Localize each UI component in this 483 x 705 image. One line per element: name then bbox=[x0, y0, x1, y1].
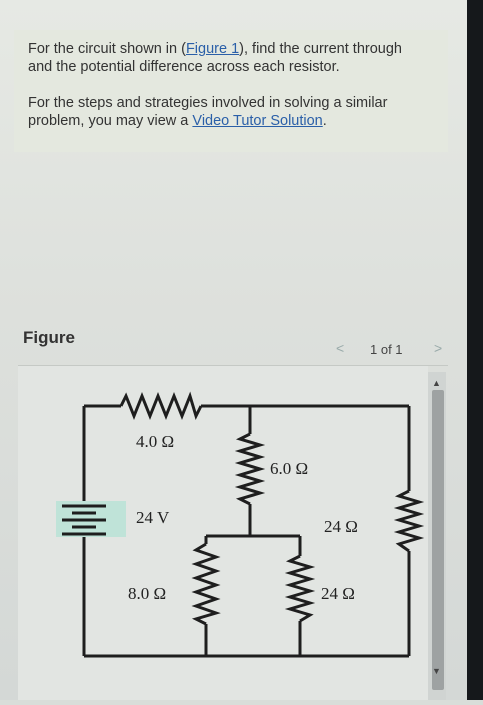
resistor-24ohm-lower bbox=[284, 554, 316, 623]
chevron-left-icon[interactable]: < bbox=[336, 340, 345, 356]
circuit-diagram: 4.0 Ω 24 V 8.0 Ω 6.0 Ω 24 Ω 24 Ω bbox=[56, 391, 425, 658]
problem-line-4: problem, you may view a Video Tutor Solu… bbox=[28, 112, 327, 130]
figure-scrollbar[interactable]: ▲ ▼ bbox=[428, 372, 446, 700]
problem-line-1: For the circuit shown in (Figure 1), fin… bbox=[28, 40, 402, 58]
label-24v: 24 V bbox=[136, 508, 170, 527]
figure-header: Figure bbox=[23, 328, 75, 347]
label-24ohm-lower: 24 Ω bbox=[321, 584, 355, 603]
resistor-8ohm bbox=[191, 542, 221, 626]
screen-edge bbox=[467, 0, 483, 700]
resistor-6ohm bbox=[234, 432, 266, 506]
resistor-24ohm-right bbox=[393, 489, 425, 553]
figure-link[interactable]: Figure 1 bbox=[185, 41, 240, 57]
scroll-up-icon[interactable]: ▲ bbox=[432, 378, 441, 388]
problem-line-3: For the steps and strategies involved in… bbox=[28, 95, 388, 111]
figure-panel: 4.0 Ω 24 V 8.0 Ω 6.0 Ω 24 Ω 24 Ω bbox=[18, 366, 428, 700]
label-6ohm: 6.0 Ω bbox=[270, 459, 308, 478]
chevron-right-icon[interactable]: > bbox=[434, 340, 443, 356]
scroll-thumb[interactable] bbox=[432, 390, 444, 690]
scroll-down-icon[interactable]: ▼ bbox=[432, 666, 441, 676]
divider bbox=[18, 365, 448, 366]
problem-text: . bbox=[322, 113, 327, 129]
video-tutor-link[interactable]: Video Tutor Solution bbox=[192, 113, 323, 129]
page-count: 1 of 1 bbox=[370, 342, 403, 357]
problem-text: problem, you may view a bbox=[28, 113, 193, 129]
problem-text: For the circuit shown in ( bbox=[28, 41, 186, 57]
battery-icon bbox=[62, 504, 106, 536]
label-4ohm: 4.0 Ω bbox=[136, 432, 174, 451]
problem-line-2: and the potential difference across each… bbox=[28, 59, 340, 75]
problem-text: ), find the current through bbox=[239, 41, 402, 57]
problem-statement bbox=[14, 30, 448, 152]
resistor-4ohm bbox=[119, 391, 203, 421]
label-24ohm-right: 24 Ω bbox=[324, 517, 358, 536]
label-8ohm: 8.0 Ω bbox=[128, 584, 166, 603]
figure-pager: < 1 of 1 > bbox=[336, 340, 456, 360]
